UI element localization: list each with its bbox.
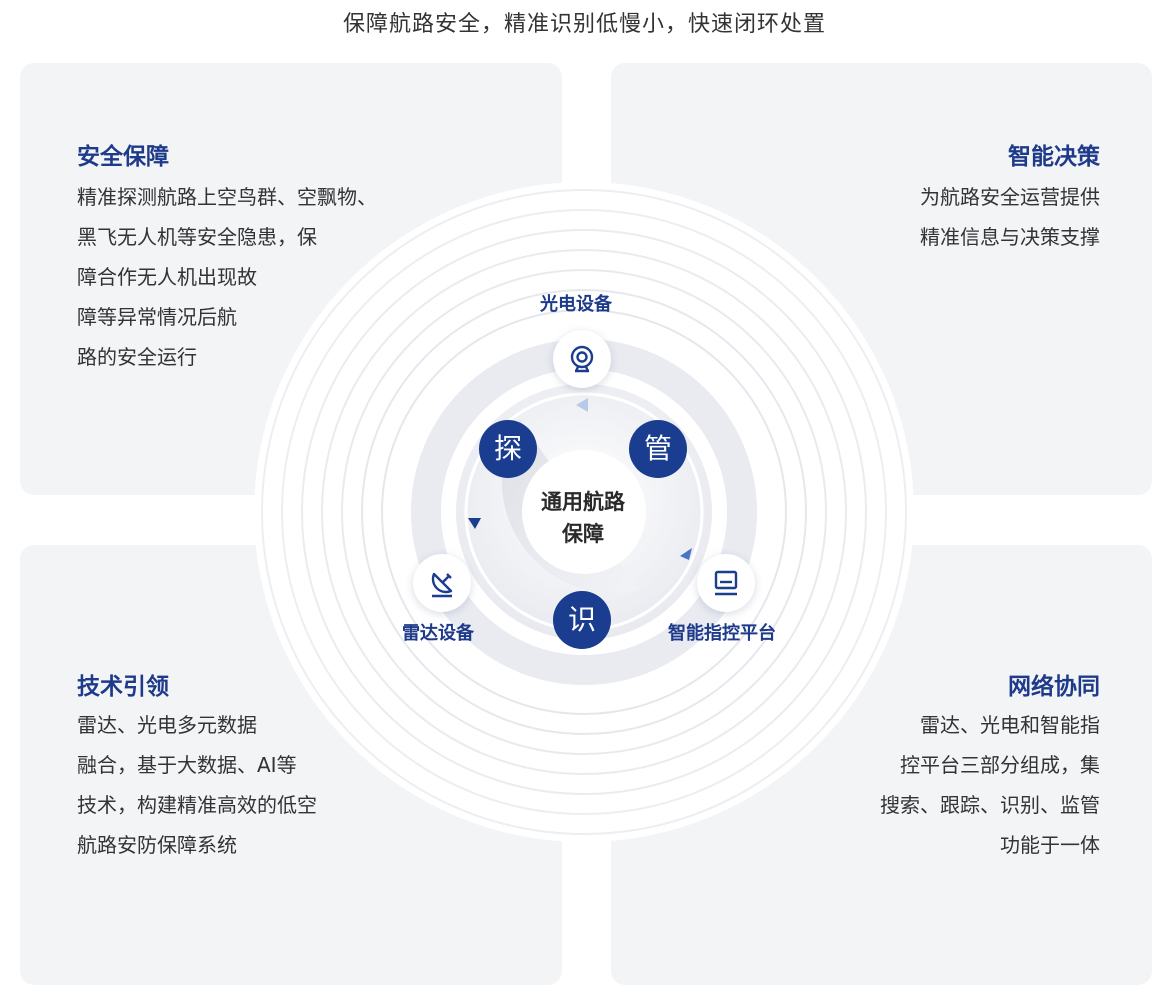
page-subtitle: 保障航路安全，精准识别低慢小，快速闭环处置 bbox=[342, 12, 826, 37]
ring bbox=[341, 269, 827, 755]
panel-line: 技术，构建精准高效的低空 bbox=[77, 793, 317, 817]
ring bbox=[301, 229, 867, 795]
device-label-radar: 雷达设备 bbox=[402, 623, 474, 644]
center-disk bbox=[522, 450, 646, 574]
device-label-platform: 智能指控平台 bbox=[668, 623, 776, 644]
center-label: 通用航路 保障 bbox=[522, 486, 644, 550]
panel-line: 精准信息与决策支撑 bbox=[920, 225, 1100, 249]
device-radar bbox=[413, 554, 471, 612]
panel-body-tech: 雷达、光电多元数据 融合，基于大数据、AI等 技术，构建精准高效的低空 航路安防… bbox=[77, 705, 377, 865]
device-camera bbox=[553, 330, 611, 388]
panel-body-network: 雷达、光电和智能指 控平台三部分组成，集 搜索、跟踪、识别、监管 功能于一体 bbox=[860, 705, 1100, 865]
arrow-icon bbox=[576, 398, 588, 412]
node-detect: 探 bbox=[479, 420, 537, 478]
panel-line: 障等异常情况后航 bbox=[77, 305, 237, 329]
monitor-icon bbox=[714, 570, 738, 596]
node-identify: 识 bbox=[553, 591, 611, 649]
camera-icon bbox=[570, 345, 594, 373]
ring bbox=[381, 309, 787, 715]
panel-title-network: 网络协同 bbox=[1008, 674, 1100, 700]
panel-line: 为航路安全运营提供 bbox=[920, 185, 1100, 209]
panel-line: 障合作无人机出现故 bbox=[77, 265, 257, 289]
panel-title-safety: 安全保障 bbox=[77, 144, 169, 170]
panel-line: 功能于一体 bbox=[1000, 833, 1100, 857]
panel-line: 雷达、光电多元数据 bbox=[77, 713, 257, 737]
panel-body-safety: 精准探测航路上空鸟群、空飘物、 黑飞无人机等安全隐患，保 障合作无人机出现故 障… bbox=[77, 177, 417, 377]
panel-title-decision: 智能决策 bbox=[1008, 144, 1100, 170]
panel-line: 路的安全运行 bbox=[77, 345, 197, 369]
panel-body-decision: 为航路安全运营提供 精准信息与决策支撑 bbox=[800, 177, 1100, 257]
panel-line: 搜索、跟踪、识别、监管 bbox=[880, 793, 1100, 817]
panel-line: 控平台三部分组成，集 bbox=[900, 753, 1100, 777]
arrow-icon bbox=[680, 548, 692, 560]
center-label-line2: 保障 bbox=[562, 522, 604, 546]
panel-line: 雷达、光电和智能指 bbox=[920, 713, 1100, 737]
radar-dish-icon bbox=[431, 572, 453, 598]
device-label-camera: 光电设备 bbox=[540, 294, 612, 315]
center-label-line1: 通用航路 bbox=[541, 490, 625, 514]
ring bbox=[361, 289, 807, 735]
ring bbox=[321, 249, 847, 775]
ring bbox=[261, 189, 907, 835]
ring bbox=[281, 209, 887, 815]
node-manage: 管 bbox=[629, 420, 687, 478]
panel-title-tech: 技术引领 bbox=[77, 674, 169, 700]
panel-line: 黑飞无人机等安全隐患，保 bbox=[77, 225, 317, 249]
panel-line: 航路安防保障系统 bbox=[77, 833, 237, 857]
device-platform bbox=[697, 554, 755, 612]
panel-line: 融合，基于大数据、AI等 bbox=[77, 753, 297, 777]
panel-line: 精准探测航路上空鸟群、空飘物、 bbox=[77, 185, 377, 209]
arrow-icon bbox=[468, 518, 481, 529]
